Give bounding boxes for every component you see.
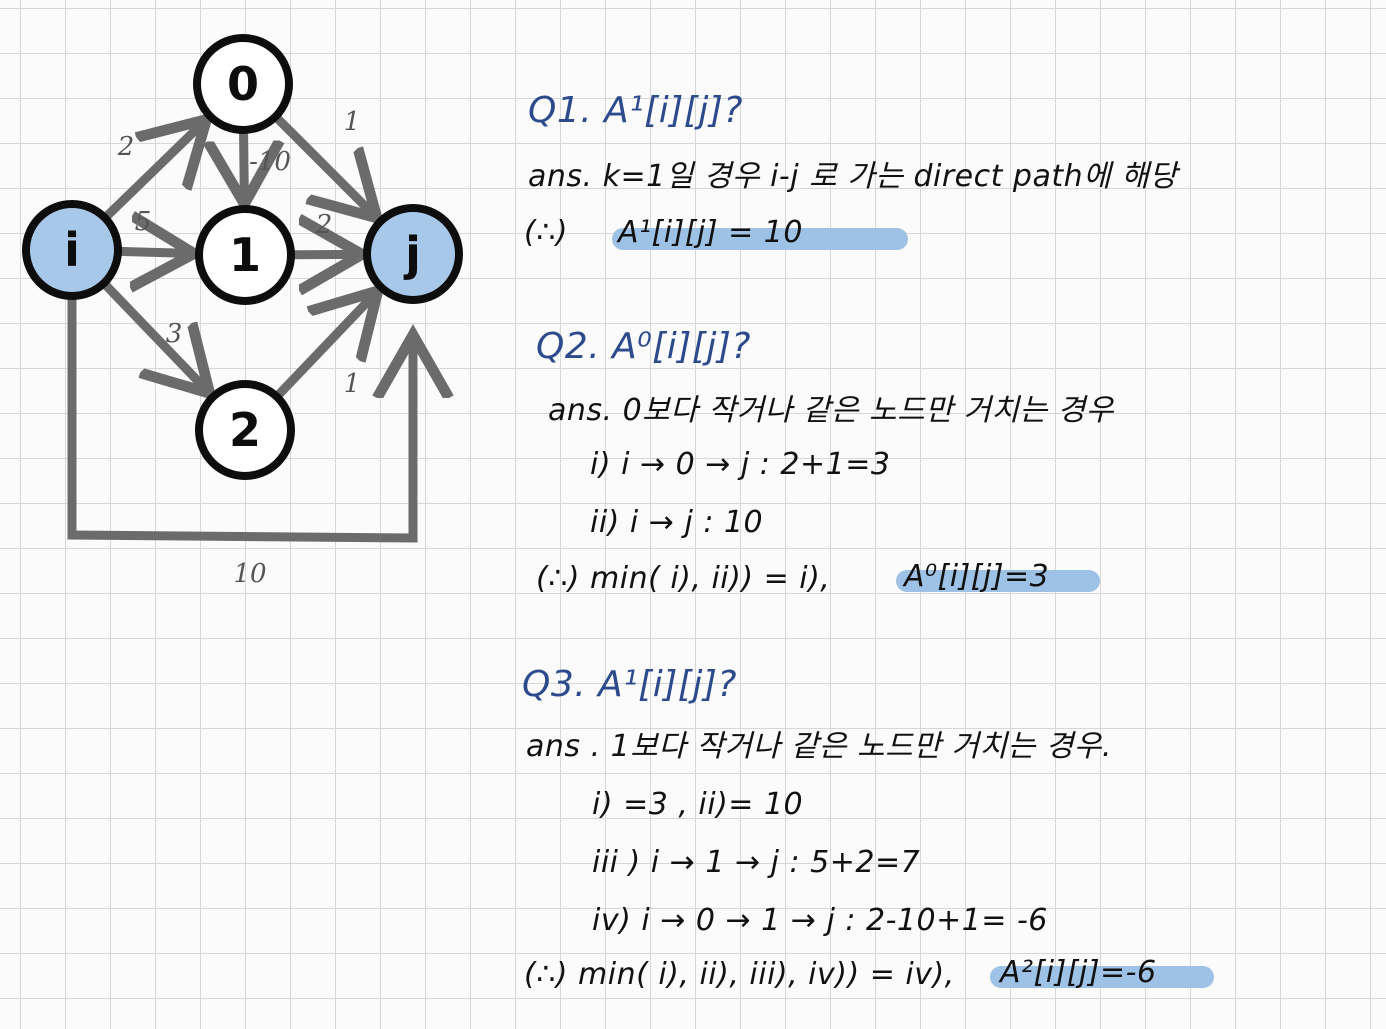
q2-answer: ans. 0보다 작거나 같은 노드만 거치는 경우	[548, 393, 1114, 428]
edge-weight-i-2: 3	[166, 319, 183, 349]
q1-answer: ans. k=1일 경우 i-j 로 가는 direct path에 해당	[528, 159, 1178, 194]
edge-weight-0-j: 1	[344, 107, 361, 137]
edge-2-j	[274, 297, 372, 399]
q1-result-prefix: (∴)	[524, 215, 568, 250]
graph-diagram: 2 -10 1 5 2 3 1 10 0 i 1 j 2	[22, 34, 463, 589]
edge-0-1	[244, 131, 245, 195]
q2-result: A⁰[i][j]=3	[904, 559, 1050, 594]
edge-i-j	[67, 295, 413, 543]
edge-weight-i-0: 2	[117, 132, 135, 162]
q3-case-3: iv) i → 0 → 1 → j : 2-10+1= -6	[592, 903, 1048, 938]
node-label-2: 2	[229, 403, 261, 457]
q3-title: Q3. A¹[i][j]?	[522, 664, 737, 705]
edge-weight-i-j: 10	[233, 559, 266, 589]
node-label-0: 0	[227, 57, 259, 111]
node-label-j: j	[403, 227, 421, 281]
edge-i-2	[101, 281, 203, 386]
q2-case-2: ii) i → j : 10	[590, 505, 764, 540]
edge-weight-0-1: -10	[249, 147, 291, 177]
q2-case-1: i) i → 0 → j : 2+1=3	[590, 447, 891, 482]
node-0	[193, 34, 293, 134]
q2-result-prefix: (∴) min( i), ii)) = i),	[536, 561, 831, 596]
q3-case-1: i) =3 , ii)= 10	[592, 787, 804, 822]
q1-title: Q1. A¹[i][j]?	[528, 90, 743, 131]
q3-case-2: iii ) i → 1 → j : 5+2=7	[592, 845, 921, 880]
edge-weight-i-1: 5	[135, 207, 152, 237]
q2-title: Q2. A⁰[i][j]?	[536, 326, 751, 367]
edge-i-0	[102, 126, 200, 221]
q1-highlight	[612, 228, 908, 250]
q1-result: A¹[i][j] = 10	[618, 215, 803, 250]
node-label-i: i	[64, 223, 80, 277]
edge-0-j	[273, 114, 371, 212]
q3-result-prefix: (∴) min( i), ii), iii), iv)) = iv),	[524, 957, 955, 992]
edge-weight-1-j: 2	[315, 210, 333, 240]
node-2	[195, 380, 295, 480]
node-label-1: 1	[229, 228, 261, 282]
node-j	[363, 204, 463, 304]
edge-weight-2-j: 1	[344, 369, 361, 399]
q3-answer: ans . 1보다 작거나 같은 노드만 거치는 경우.	[526, 729, 1112, 764]
edge-i-1	[119, 252, 185, 254]
q2-highlight	[896, 570, 1100, 592]
node-i	[22, 200, 122, 300]
node-1	[195, 205, 295, 305]
q3-result: A²[i][j]=-6	[1000, 955, 1157, 990]
q3-highlight	[990, 966, 1214, 988]
